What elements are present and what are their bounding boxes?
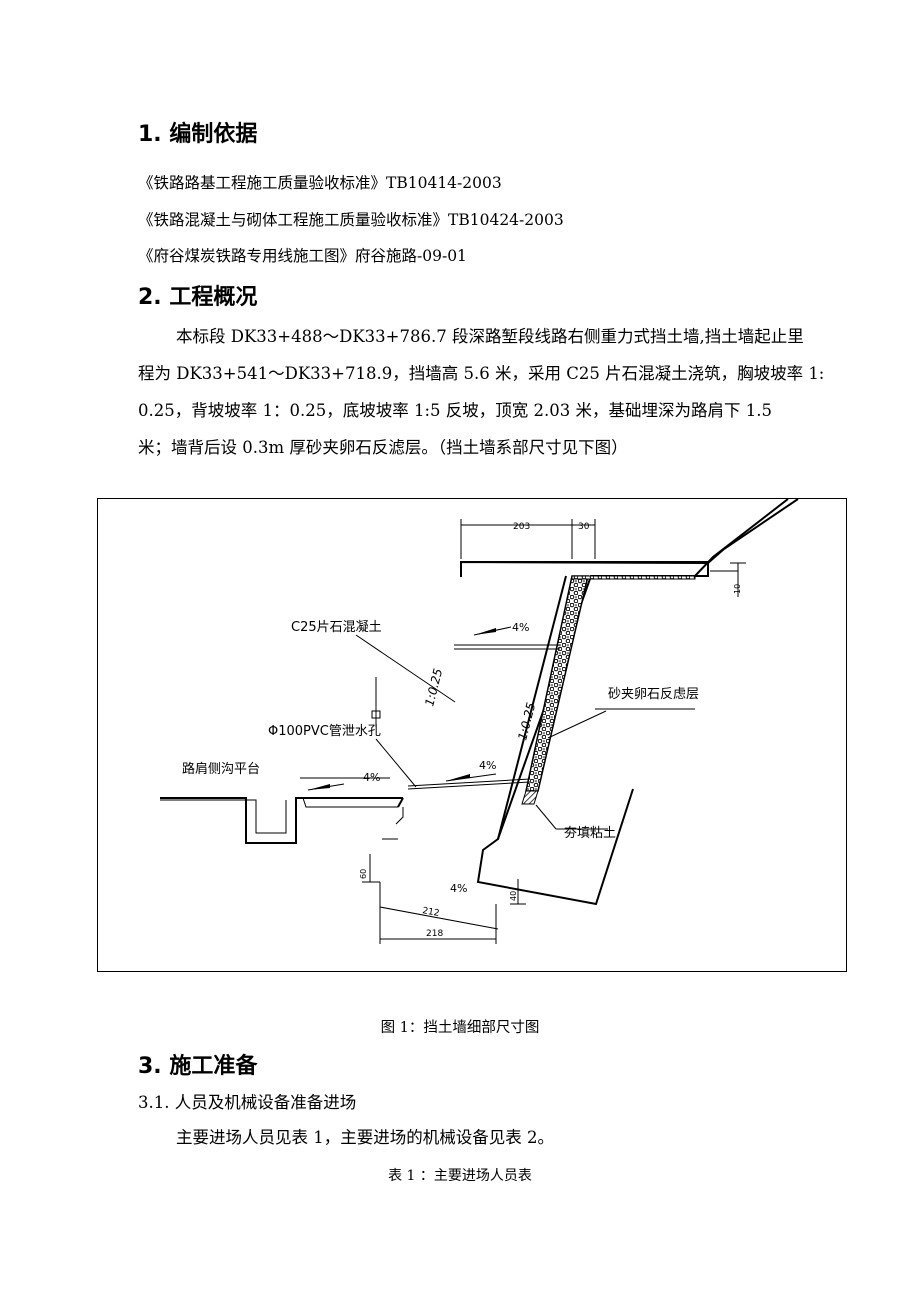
label-pipe: Φ100PVC管泄水孔 bbox=[268, 724, 381, 739]
wall-front-face bbox=[497, 575, 567, 840]
label-grade-mid-right: 4% bbox=[479, 759, 496, 772]
label-dim-left-small: 60 bbox=[359, 869, 368, 879]
overview-line-1: 本标段 DK33+488～DK33+786.7 段深路堑段线路右侧重力式挡土墙,… bbox=[176, 327, 804, 346]
overview-paragraph: 本标段 DK33+488～DK33+786.7 段深路堑段线路右侧重力式挡土墙,… bbox=[138, 318, 825, 466]
reference-1: 《铁路路基工程施工质量验收标准》TB10414-2003 bbox=[138, 174, 502, 192]
label-dim-top: 203 bbox=[513, 522, 530, 532]
label-clay: 夯填粘土 bbox=[564, 826, 616, 841]
label-platform: 路肩侧沟平台 bbox=[182, 761, 260, 777]
overview-line-3: 0.25，背坡坡率 1：0.25，底坡坡率 1:5 反坡，顶宽 2.03 米，基… bbox=[138, 401, 772, 420]
label-concrete: C25片石混凝土 bbox=[291, 619, 382, 635]
section-1-title: 1. 编制依据 bbox=[138, 122, 258, 147]
label-dim-right-small: 40 bbox=[509, 891, 518, 901]
wall-outline bbox=[460, 560, 709, 906]
ground-line-1 bbox=[160, 797, 403, 844]
upper-slope-1 bbox=[694, 498, 789, 577]
section-3-title: 3. 施工准备 bbox=[138, 1054, 258, 1079]
table-1-caption: 表 1 ：主要进场人员表 bbox=[388, 1168, 532, 1184]
label-dim-right: 10 bbox=[733, 584, 742, 594]
upper-slope-2 bbox=[707, 498, 799, 564]
figure-caption: 图 1：挡土墙细部尺寸图 bbox=[380, 1020, 540, 1036]
reference-2: 《铁路混凝土与砌体工程施工质量验收标准》TB10424-2003 bbox=[138, 211, 564, 229]
label-dim-bottom: 218 bbox=[426, 929, 443, 939]
label-dim-top-small: 30 bbox=[578, 522, 590, 532]
label-filter: 砂夹卵石反虑层 bbox=[608, 687, 699, 702]
label-grade-bottom: 4% bbox=[450, 882, 467, 895]
clay-fill bbox=[521, 790, 539, 805]
overview-line-4: 米；墙背后设 0.3m 厚砂夹卵石反滤层。（挡土墙系部尺寸见下图） bbox=[138, 438, 628, 457]
overview-line-2: 程为 DK33+541～DK33+718.9，挡墙高 5.6 米，采用 C25 … bbox=[138, 364, 825, 383]
retaining-wall-diagram: C25片石混凝土 砂夹卵石反虑层 Φ100PVC管泄水孔 路肩侧沟平台 夯填粘土… bbox=[97, 498, 847, 972]
label-dim-bottom-inclined: 212 bbox=[421, 906, 440, 919]
subsection-3-1-title: 3.1. 人员及机械设备准备进场 bbox=[138, 1093, 357, 1112]
label-grade-top: 4% bbox=[512, 621, 529, 634]
label-grade-mid-left: 4% bbox=[363, 771, 380, 784]
top-filter-strip bbox=[571, 575, 696, 580]
label-slope-front: 1:0.25 bbox=[422, 667, 445, 708]
reference-3: 《府谷煤炭铁路专用线施工图》府谷施路-09-01 bbox=[138, 247, 467, 265]
section-2-title: 2. 工程概况 bbox=[138, 285, 258, 310]
subsection-3-1-text: 主要进场人员见表 1，主要进场的机械设备见表 2。 bbox=[176, 1128, 554, 1147]
diagram-canvas: C25片石混凝土 砂夹卵石反虑层 Φ100PVC管泄水孔 路肩侧沟平台 夯填粘土… bbox=[160, 498, 799, 944]
